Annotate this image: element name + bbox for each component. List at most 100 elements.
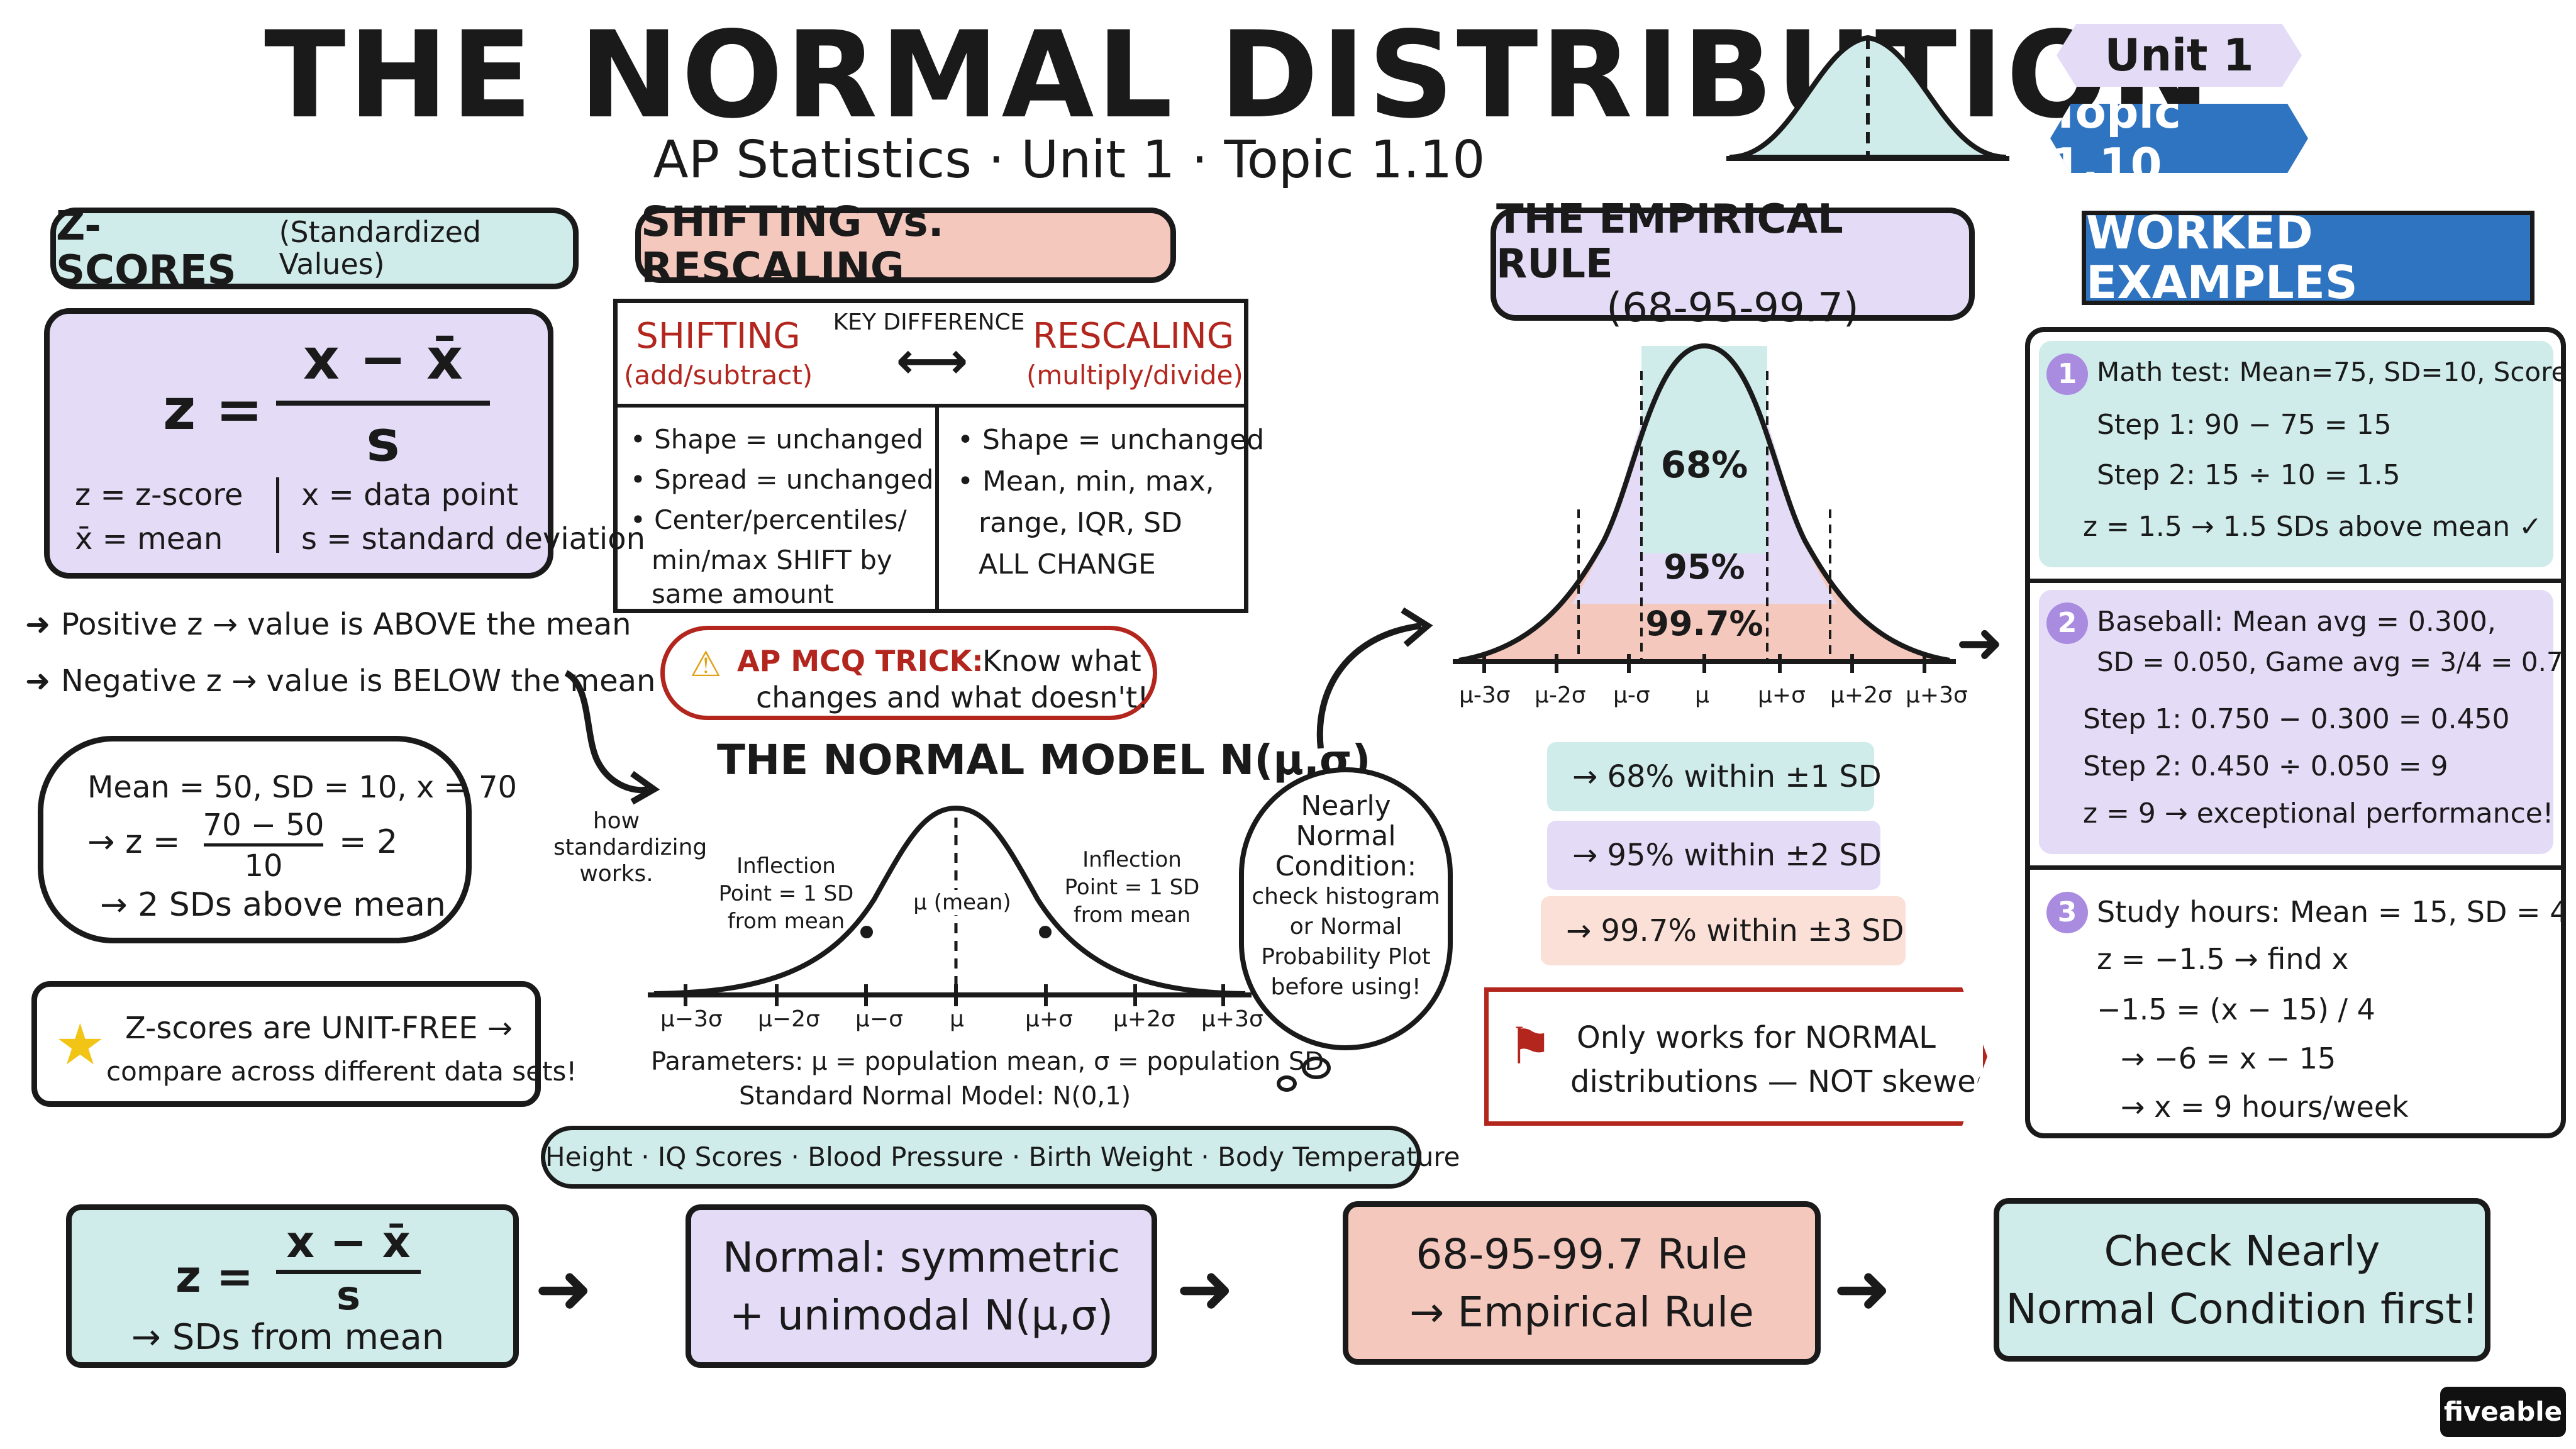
curved-arrow-icon	[564, 670, 660, 805]
example-3-result: → x = 9 hours/week	[2121, 1090, 2409, 1124]
example-given: Mean = 50, SD = 10, x = 70	[87, 770, 518, 805]
flow-z-subtitle: → SDs from mean	[131, 1317, 445, 1358]
shifting-heading: SHIFTING vs. RESCALING	[635, 199, 1176, 291]
warning-line-1: Only works for NORMAL	[1577, 1020, 1936, 1055]
example-divider	[2030, 579, 2561, 583]
curved-arrow-icon	[1316, 607, 1433, 749]
red-flag-icon: ⚑	[1507, 1017, 1553, 1075]
standard-normal-note: Standard Normal Model: N(0,1)	[739, 1082, 1131, 1111]
shifting-item: • Center/percentiles/	[630, 504, 907, 535]
rescaling-item-cont: range, IQR, SD	[979, 507, 1182, 539]
zscores-heading-text: Z-SCORES	[56, 203, 236, 294]
unit-free-line2: compare across different data sets!	[106, 1056, 577, 1087]
tick-label: μ	[1695, 682, 1709, 708]
formula-numerator: x − x̄	[303, 326, 464, 392]
rescaling-subtitle: (multiply/divide)	[1026, 360, 1243, 391]
zscore-formula-card: z = x − x̄ s z = z-score x = data point …	[44, 308, 645, 579]
parameters-note: Parameters: μ = population mean, σ = pop…	[651, 1047, 1324, 1076]
example-1-step2: Step 2: 15 ÷ 10 = 1.5	[2097, 459, 2401, 491]
flow-step-empirical: 68-95-99.7 Rule → Empirical Rule	[1343, 1201, 1821, 1365]
nearly-normal-thought-bubble: Nearly Normal Condition: check histogram…	[1239, 767, 1453, 1050]
shifting-item: • Spread = unchanged	[630, 464, 934, 495]
table-column-divider	[935, 404, 939, 611]
example-denominator: 10	[244, 848, 283, 884]
example-1-result: z = 1.5 → 1.5 SDs above mean ✓	[2083, 511, 2542, 543]
example-1-step1: Step 1: 90 − 75 = 15	[2097, 409, 2392, 441]
unit-free-line1: Z-scores are UNIT-FREE →	[125, 1011, 513, 1046]
tick-label: μ	[950, 1006, 964, 1032]
flow-z-lhs: z =	[175, 1251, 253, 1302]
flow-arrow-icon: ➜	[1176, 1248, 1235, 1329]
star-icon: ★	[55, 1012, 106, 1078]
example-2-step2: Step 2: 0.450 ÷ 0.050 = 9	[2083, 750, 2448, 782]
empirical-ticks: μ-3σ μ-2σ μ-σ μ μ+σ μ+2σ μ+3σ	[1453, 682, 1968, 714]
inflection-right-label: Inflection Point = 1 SD from mean	[1064, 847, 1200, 928]
flow-arrow-icon: ➜	[535, 1248, 593, 1329]
flow-fraction-bar	[276, 1270, 421, 1274]
trick-label: AP MCQ TRICK:	[737, 644, 984, 678]
warning-icon: ⚠	[690, 644, 722, 685]
example-3-panel: 3 Study hours: Mean = 15, SD = 4, z = −1…	[2039, 879, 2561, 1133]
example-3-equation: −1.5 = (x − 15) / 4	[2097, 992, 2375, 1026]
rule-95-chip: → 95% within ±2 SD	[1547, 821, 1882, 890]
flow-step-zscore: z = x − x̄ s → SDs from mean	[66, 1204, 519, 1368]
def-s: s = standard deviation	[301, 521, 646, 557]
shifting-title: SHIFTING	[636, 316, 801, 357]
flow-check-line2: Normal Condition first!	[2006, 1285, 2479, 1333]
example-divider	[2030, 865, 2561, 870]
example-2-prompt-2: SD = 0.050, Game avg = 3/4 = 0.750	[2097, 647, 2566, 677]
unit-tag: Unit 1	[2057, 24, 2302, 87]
tick-label: μ-3σ	[1459, 682, 1511, 708]
double-arrow-icon: ⟷	[896, 331, 969, 390]
worked-examples-banner: WORKED EXAMPLES	[2082, 208, 2534, 308]
rescaling-title: RESCALING	[1032, 316, 1235, 357]
example-fraction-bar	[204, 843, 323, 847]
pct-68-label: 68%	[1660, 443, 1748, 486]
example-2-step1: Step 1: 0.750 − 0.300 = 0.450	[2083, 703, 2510, 735]
topic-tag: Topic 1.10	[2050, 104, 2308, 173]
header-bell-curve-icon	[1726, 35, 2009, 161]
flow-normal-line1: Normal: symmetric	[722, 1233, 1121, 1282]
table-header-divider	[618, 404, 1244, 408]
formula-lhs: z =	[163, 377, 264, 443]
example-numerator: 70 − 50	[203, 808, 325, 843]
negative-z-text: Negative z → value is BELOW the mean	[60, 663, 656, 699]
rule-997-chip: → 99.7% within ±3 SD	[1541, 896, 1906, 965]
unit-free-card: ★ Z-scores are UNIT-FREE → compare acros…	[31, 981, 577, 1107]
formula-fraction-bar	[276, 401, 490, 406]
shifting-item: • Shape = unchanged	[630, 424, 923, 455]
example-number-badge: 2	[2046, 602, 2088, 644]
tick-label: μ+3σ	[1906, 682, 1968, 708]
normal-model-heading: THE NORMAL MODEL N(μ,σ)	[717, 736, 1371, 784]
shifting-list: • Shape = unchanged • Spread = unchanged…	[630, 419, 934, 609]
def-mean: x̄ = mean	[75, 521, 223, 557]
rescaling-item-cont: ALL CHANGE	[979, 548, 1156, 580]
ap-mcq-trick-callout: ⚠ AP MCQ TRICK: Know what changes and wh…	[660, 626, 1157, 720]
tick-label: μ+3σ	[1201, 1006, 1263, 1032]
tick-label: μ-σ	[1613, 682, 1650, 708]
trick-text-2: changes and what doesn't!	[756, 680, 1149, 714]
page-title: THE NORMAL DISTRIBUTION	[264, 6, 2213, 145]
zscores-heading-sub: (Standardized Values)	[279, 215, 482, 281]
positive-z-text: Positive z → value is ABOVE the mean	[60, 607, 631, 642]
flow-check-line1: Check Nearly	[2104, 1227, 2380, 1275]
rescaling-item: • Mean, min, max,	[957, 465, 1214, 497]
normal-only-warning-banner: ⚑ Only works for NORMAL distributions — …	[1484, 987, 1987, 1126]
fiveable-logo: fiveable	[2440, 1387, 2566, 1437]
positive-z-note: ➜ Positive z → value is ABOVE the mean	[25, 607, 631, 642]
thought-bubble-dot	[1302, 1057, 1331, 1079]
empirical-heading: THE EMPIRICAL RULE (68-95-99.7)	[1491, 197, 1975, 331]
example-3-step: → −6 = x − 15	[2121, 1041, 2336, 1075]
zscores-heading: Z-SCORES (Standardized Values)	[50, 204, 579, 292]
example-3-given: z = −1.5 → find x	[2097, 942, 2349, 976]
tick-label: μ−2σ	[758, 1006, 820, 1032]
shifting-item-cont: same amount	[652, 579, 834, 609]
def-z: z = z-score	[75, 477, 243, 513]
thought-bubble-dot	[1277, 1075, 1297, 1092]
flow-normal-line2: + unimodal N(μ,σ)	[729, 1291, 1114, 1340]
example-result: = 2	[339, 823, 398, 861]
example-3-prompt: Study hours: Mean = 15, SD = 4,	[2097, 895, 2566, 929]
flow-arrow-icon: ➜	[1833, 1248, 1892, 1329]
normal-model-curve	[648, 805, 1252, 1006]
tick-label: μ−3σ	[660, 1006, 723, 1032]
